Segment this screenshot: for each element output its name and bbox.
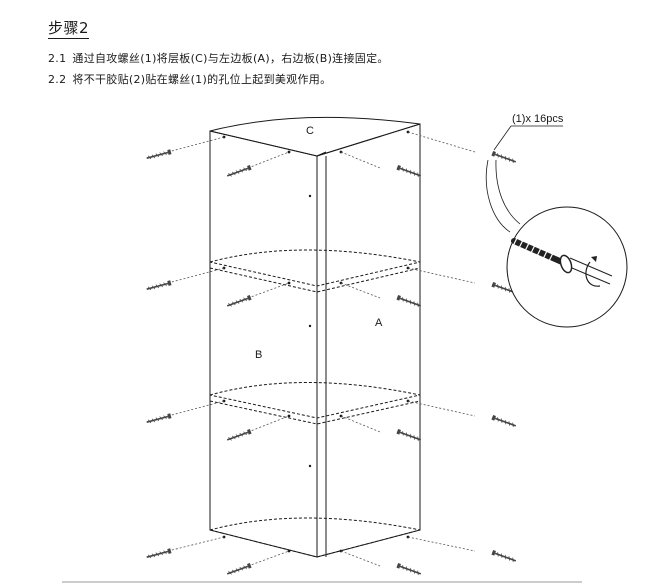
callout-label: (1)x 16pcs (512, 113, 564, 125)
shelf-upper-edge (209, 267, 421, 293)
bottom-shelf (208, 517, 421, 558)
step-text: 通过自攻螺丝(1)将层板(C)与左边板(A)，右边板(B)连接固定。 (72, 52, 389, 65)
instruction-step-1: 2.1 通过自攻螺丝(1)将层板(C)与左边板(A)，右边板(B)连接固定。 (48, 52, 389, 66)
right-panel (316, 123, 421, 558)
step-heading: 步骤2 (48, 19, 90, 39)
screws-right (340, 131, 476, 567)
screw-closeup (511, 237, 613, 287)
screw-icons-left (145, 148, 253, 577)
instruction-step-2: 2.2 将不干胶贴(2)贴在螺丝(1)的孔位上起到美观作用。 (48, 73, 331, 87)
screw-holes (222, 130, 410, 553)
screw-callout: (1)x 16pcs (485, 113, 628, 328)
screw-icons-right (395, 150, 518, 577)
label-right-panel: A (375, 317, 383, 329)
label-left-panel: B (255, 349, 262, 361)
left-panel (209, 130, 318, 558)
cabinet (208, 116, 421, 558)
label-top-shelf: C (306, 125, 314, 137)
step-number: 2.1 (48, 52, 67, 65)
step-text: 将不干胶贴(2)贴在螺丝(1)的孔位上起到美观作用。 (72, 73, 332, 86)
screws-left (167, 136, 290, 567)
step-number: 2.2 (48, 73, 67, 86)
shelf-lower-edge (209, 400, 421, 425)
shelf-upper (209, 249, 421, 287)
shelf-lower (209, 382, 421, 419)
top-shelf (209, 116, 421, 157)
